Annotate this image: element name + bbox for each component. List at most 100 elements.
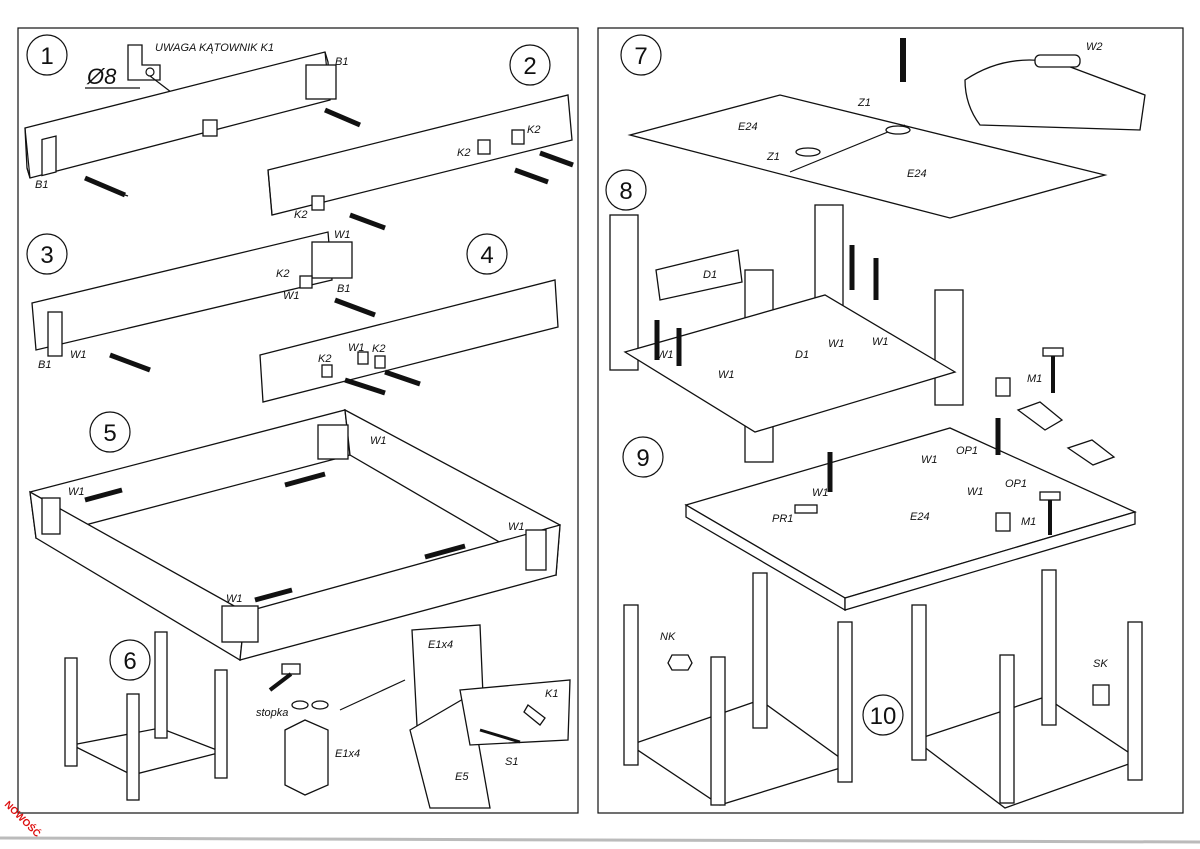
wrench-icon bbox=[523, 704, 546, 726]
step-7-illustration: 7 E24 E24 Z1 Z1 W2 bbox=[620, 34, 1146, 219]
step-3-badge bbox=[26, 233, 68, 275]
right-panel-frame bbox=[597, 27, 1184, 814]
screwdriver-icon bbox=[84, 487, 123, 503]
step-4-badge bbox=[466, 233, 508, 275]
svg-text:W1: W1 bbox=[812, 487, 829, 499]
step-7-number: 7 bbox=[634, 43, 647, 70]
k1-bracket bbox=[202, 119, 218, 137]
bottom-edge-line bbox=[0, 836, 1200, 844]
svg-text:SK: SK bbox=[1093, 658, 1108, 670]
table-a-frame bbox=[628, 699, 852, 806]
svg-text:M1: M1 bbox=[1027, 373, 1042, 385]
hammer-icon bbox=[268, 663, 301, 692]
w2-plate bbox=[1034, 54, 1081, 68]
hammer-icon bbox=[1042, 347, 1064, 393]
leg-joint-detail: E1x4 E5 S1 K1 bbox=[409, 624, 571, 809]
svg-text:W1: W1 bbox=[828, 338, 845, 350]
table-leg bbox=[214, 669, 228, 779]
step-8-badge bbox=[605, 169, 647, 211]
svg-text:W1: W1 bbox=[921, 454, 938, 466]
screwdriver-icon bbox=[349, 212, 386, 231]
nowosc-corner-tag: NOWOŚĆ bbox=[2, 798, 44, 840]
detail-rail bbox=[459, 679, 571, 746]
b1-bracket bbox=[47, 311, 63, 357]
screwdriver-icon bbox=[284, 471, 326, 488]
svg-text:W1: W1 bbox=[348, 342, 365, 354]
step-3-number: 3 bbox=[40, 242, 53, 269]
stopka-label: stopka bbox=[256, 707, 288, 719]
bolt bbox=[479, 728, 521, 744]
step-2-badge bbox=[509, 44, 551, 86]
svg-text:E1x4: E1x4 bbox=[428, 639, 453, 651]
table-leg bbox=[126, 693, 140, 801]
svg-text:Z1: Z1 bbox=[766, 151, 780, 163]
svg-text:E24: E24 bbox=[738, 121, 758, 133]
nk-foot-nut bbox=[667, 654, 693, 671]
svg-text:E24: E24 bbox=[907, 168, 927, 180]
svg-text:K2: K2 bbox=[276, 268, 289, 280]
step-8-illustration: 8 D1 D1 W1 W1 W1 W1 bbox=[605, 169, 964, 463]
screwdriver-icon bbox=[334, 297, 376, 318]
spring-icon bbox=[995, 512, 1011, 532]
leg-upright bbox=[934, 289, 964, 406]
w1-bracket bbox=[311, 241, 353, 279]
leg-upright bbox=[609, 214, 639, 371]
k1-bracket-detail bbox=[127, 44, 161, 81]
screwdriver-icon bbox=[324, 107, 361, 128]
svg-text:W1: W1 bbox=[657, 349, 674, 361]
w1-bracket bbox=[525, 529, 547, 571]
foot-cap bbox=[311, 700, 329, 710]
svg-text:W1: W1 bbox=[226, 593, 243, 605]
w1-bracket bbox=[357, 351, 369, 365]
svg-text:W1: W1 bbox=[70, 349, 87, 361]
step-1-number: 1 bbox=[40, 43, 53, 70]
spring-icon bbox=[995, 377, 1011, 397]
k2-bracket bbox=[374, 355, 386, 369]
svg-text:K1: K1 bbox=[545, 688, 558, 700]
step-5-number: 5 bbox=[103, 420, 116, 447]
screwdriver-icon bbox=[424, 543, 466, 560]
table-leg bbox=[623, 604, 639, 766]
screwdriver-icon bbox=[384, 369, 421, 387]
k2-bracket bbox=[311, 195, 325, 211]
svg-text:D1: D1 bbox=[795, 349, 809, 361]
k2-bracket bbox=[321, 364, 333, 378]
op1-bracket bbox=[1066, 439, 1116, 466]
table-leg bbox=[752, 572, 768, 729]
svg-text:K2: K2 bbox=[457, 147, 470, 159]
svg-text:W1: W1 bbox=[334, 229, 351, 241]
svg-text:K2: K2 bbox=[527, 124, 540, 136]
step-7-badge bbox=[620, 34, 662, 76]
step-9-illustration: 9 E24 PR1 W1 W1 OP1 W1 OP1 M1 M1 bbox=[622, 347, 1137, 612]
table-leg bbox=[1127, 621, 1143, 781]
screwdriver-icon bbox=[539, 150, 574, 168]
k2-bracket bbox=[511, 129, 525, 145]
svg-text:D1: D1 bbox=[703, 269, 717, 281]
z1-connector bbox=[885, 125, 911, 135]
table-leg bbox=[154, 631, 168, 739]
svg-text:W1: W1 bbox=[718, 369, 735, 381]
step-2-illustration: 2 K2 K2 K2 bbox=[267, 44, 574, 231]
w1-bracket bbox=[41, 497, 61, 535]
step-6-number: 6 bbox=[123, 648, 136, 675]
sk-bracket bbox=[1092, 684, 1110, 706]
small-table-frame bbox=[69, 727, 225, 776]
svg-text:W1: W1 bbox=[967, 486, 984, 498]
tabletop-edge bbox=[844, 511, 1136, 611]
step-4-illustration: 4 K2 W1 K2 bbox=[259, 233, 559, 403]
svg-text:W2: W2 bbox=[1086, 41, 1103, 53]
svg-text:W1: W1 bbox=[283, 290, 300, 302]
svg-text:B1: B1 bbox=[335, 56, 348, 68]
step-4-board bbox=[259, 279, 559, 403]
svg-text:B1: B1 bbox=[35, 179, 48, 191]
svg-text:K2: K2 bbox=[294, 209, 307, 221]
table-leg bbox=[837, 621, 853, 783]
svg-text:B1: B1 bbox=[337, 283, 350, 295]
step-9-badge bbox=[622, 436, 664, 478]
foot-cap bbox=[291, 700, 309, 710]
svg-text:W1: W1 bbox=[68, 486, 85, 498]
frame-front-board bbox=[239, 524, 561, 661]
screwdriver-icon bbox=[344, 377, 386, 396]
svg-text:S1: S1 bbox=[505, 756, 518, 768]
